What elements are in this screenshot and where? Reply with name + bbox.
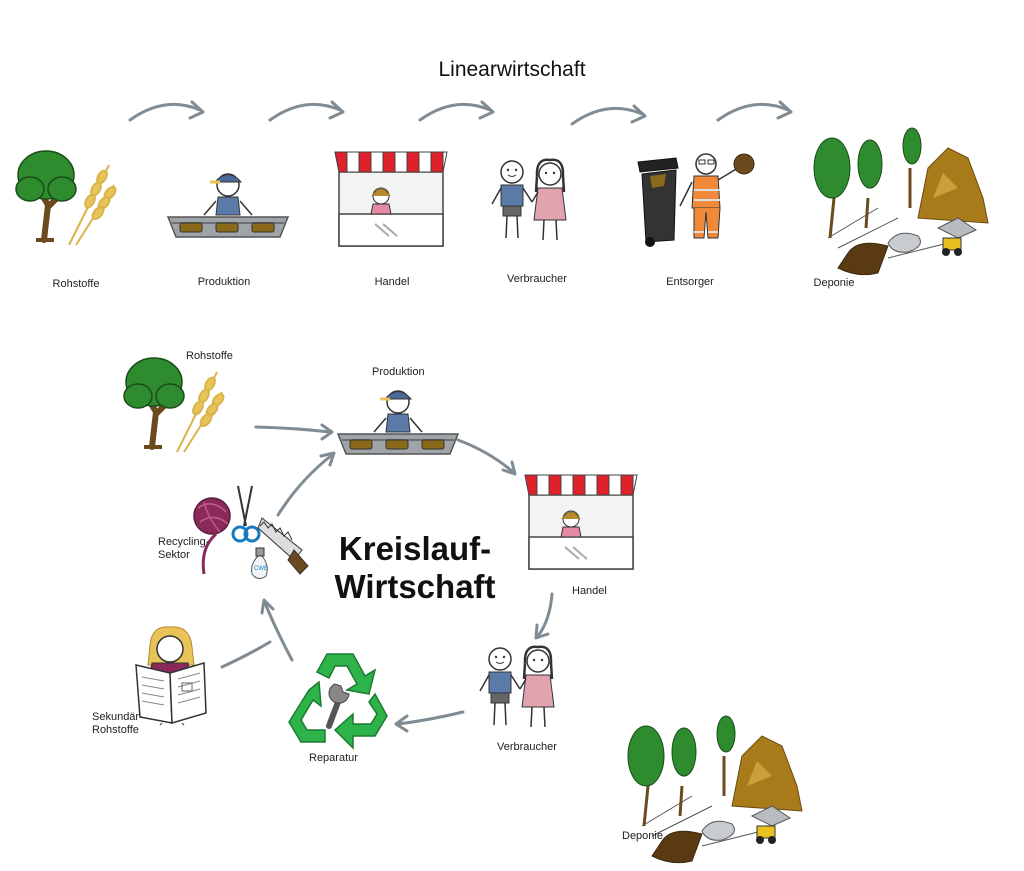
circular-tree-wheat-icon bbox=[122, 352, 252, 462]
newspaper-reader-icon bbox=[135, 626, 207, 726]
arrow-rohstoffe-to-produktion bbox=[254, 423, 334, 441]
sekundaer-label-line1: Sekundär- bbox=[92, 711, 143, 723]
circular-label-produktion: Produktion bbox=[372, 366, 425, 378]
circular-title: Kreislauf- Wirtschaft bbox=[325, 530, 505, 606]
circular-label-verbraucher: Verbraucher bbox=[497, 741, 557, 753]
circular-consumers-icon bbox=[478, 645, 556, 729]
linear-arrow-3 bbox=[418, 100, 495, 122]
arrow-reparatur-to-recycling bbox=[260, 598, 294, 662]
linear-arrow-1 bbox=[128, 100, 205, 122]
arrow-sekundaer-to-recycling bbox=[220, 640, 272, 669]
circular-label-rohstoffe: Rohstoffe bbox=[186, 350, 233, 362]
circular-factory-worker-icon bbox=[336, 389, 460, 456]
arrow-produktion-to-handel bbox=[456, 438, 517, 476]
circular-label-deponie: Deponie bbox=[622, 830, 663, 842]
circular-title-line2: Wirtschaft bbox=[334, 568, 496, 605]
circular-label-sekundaer: Sekundär- Rohstoffe bbox=[92, 711, 143, 737]
arrow-verbraucher-to-reparatur bbox=[394, 710, 465, 733]
arrow-recycling-to-produktion bbox=[276, 451, 336, 517]
bulb-text: CWE bbox=[254, 566, 268, 572]
linear-arrow-5 bbox=[716, 100, 793, 122]
linear-label-handel: Handel bbox=[374, 276, 410, 288]
linear-arrows bbox=[128, 100, 793, 126]
circular-label-handel: Handel bbox=[572, 585, 607, 597]
recycling-label-line1: Recycling- bbox=[158, 536, 210, 548]
recycling-sector-icon: CWE bbox=[193, 485, 309, 580]
circular-title-line1: Kreislauf- bbox=[338, 530, 492, 567]
linear-arrow-4 bbox=[570, 104, 647, 126]
linear-label-entsorger: Entsorger bbox=[666, 276, 714, 288]
linear-title: Linearwirtschaft bbox=[438, 58, 586, 81]
circular-label-recycling: Recycling- Sektor bbox=[158, 536, 209, 562]
circular-label-reparatur: Reparatur bbox=[309, 752, 358, 764]
recycle-wrench-icon bbox=[288, 653, 388, 750]
sekundaer-label-line2: Rohstoffe bbox=[92, 724, 139, 736]
circular-landfill-icon bbox=[626, 714, 804, 865]
linear-label-deponie: Deponie bbox=[813, 277, 855, 289]
arrow-handel-to-verbraucher bbox=[534, 592, 554, 640]
recycling-label-line2: Sektor bbox=[158, 549, 190, 561]
linear-label-produktion: Produktion bbox=[197, 276, 251, 288]
circular-market-stall-icon bbox=[524, 474, 638, 570]
linear-arrow-2 bbox=[268, 100, 345, 122]
linear-label-rohstoffe: Rohstoffe bbox=[52, 278, 100, 290]
linear-label-verbraucher: Verbraucher bbox=[507, 273, 567, 285]
